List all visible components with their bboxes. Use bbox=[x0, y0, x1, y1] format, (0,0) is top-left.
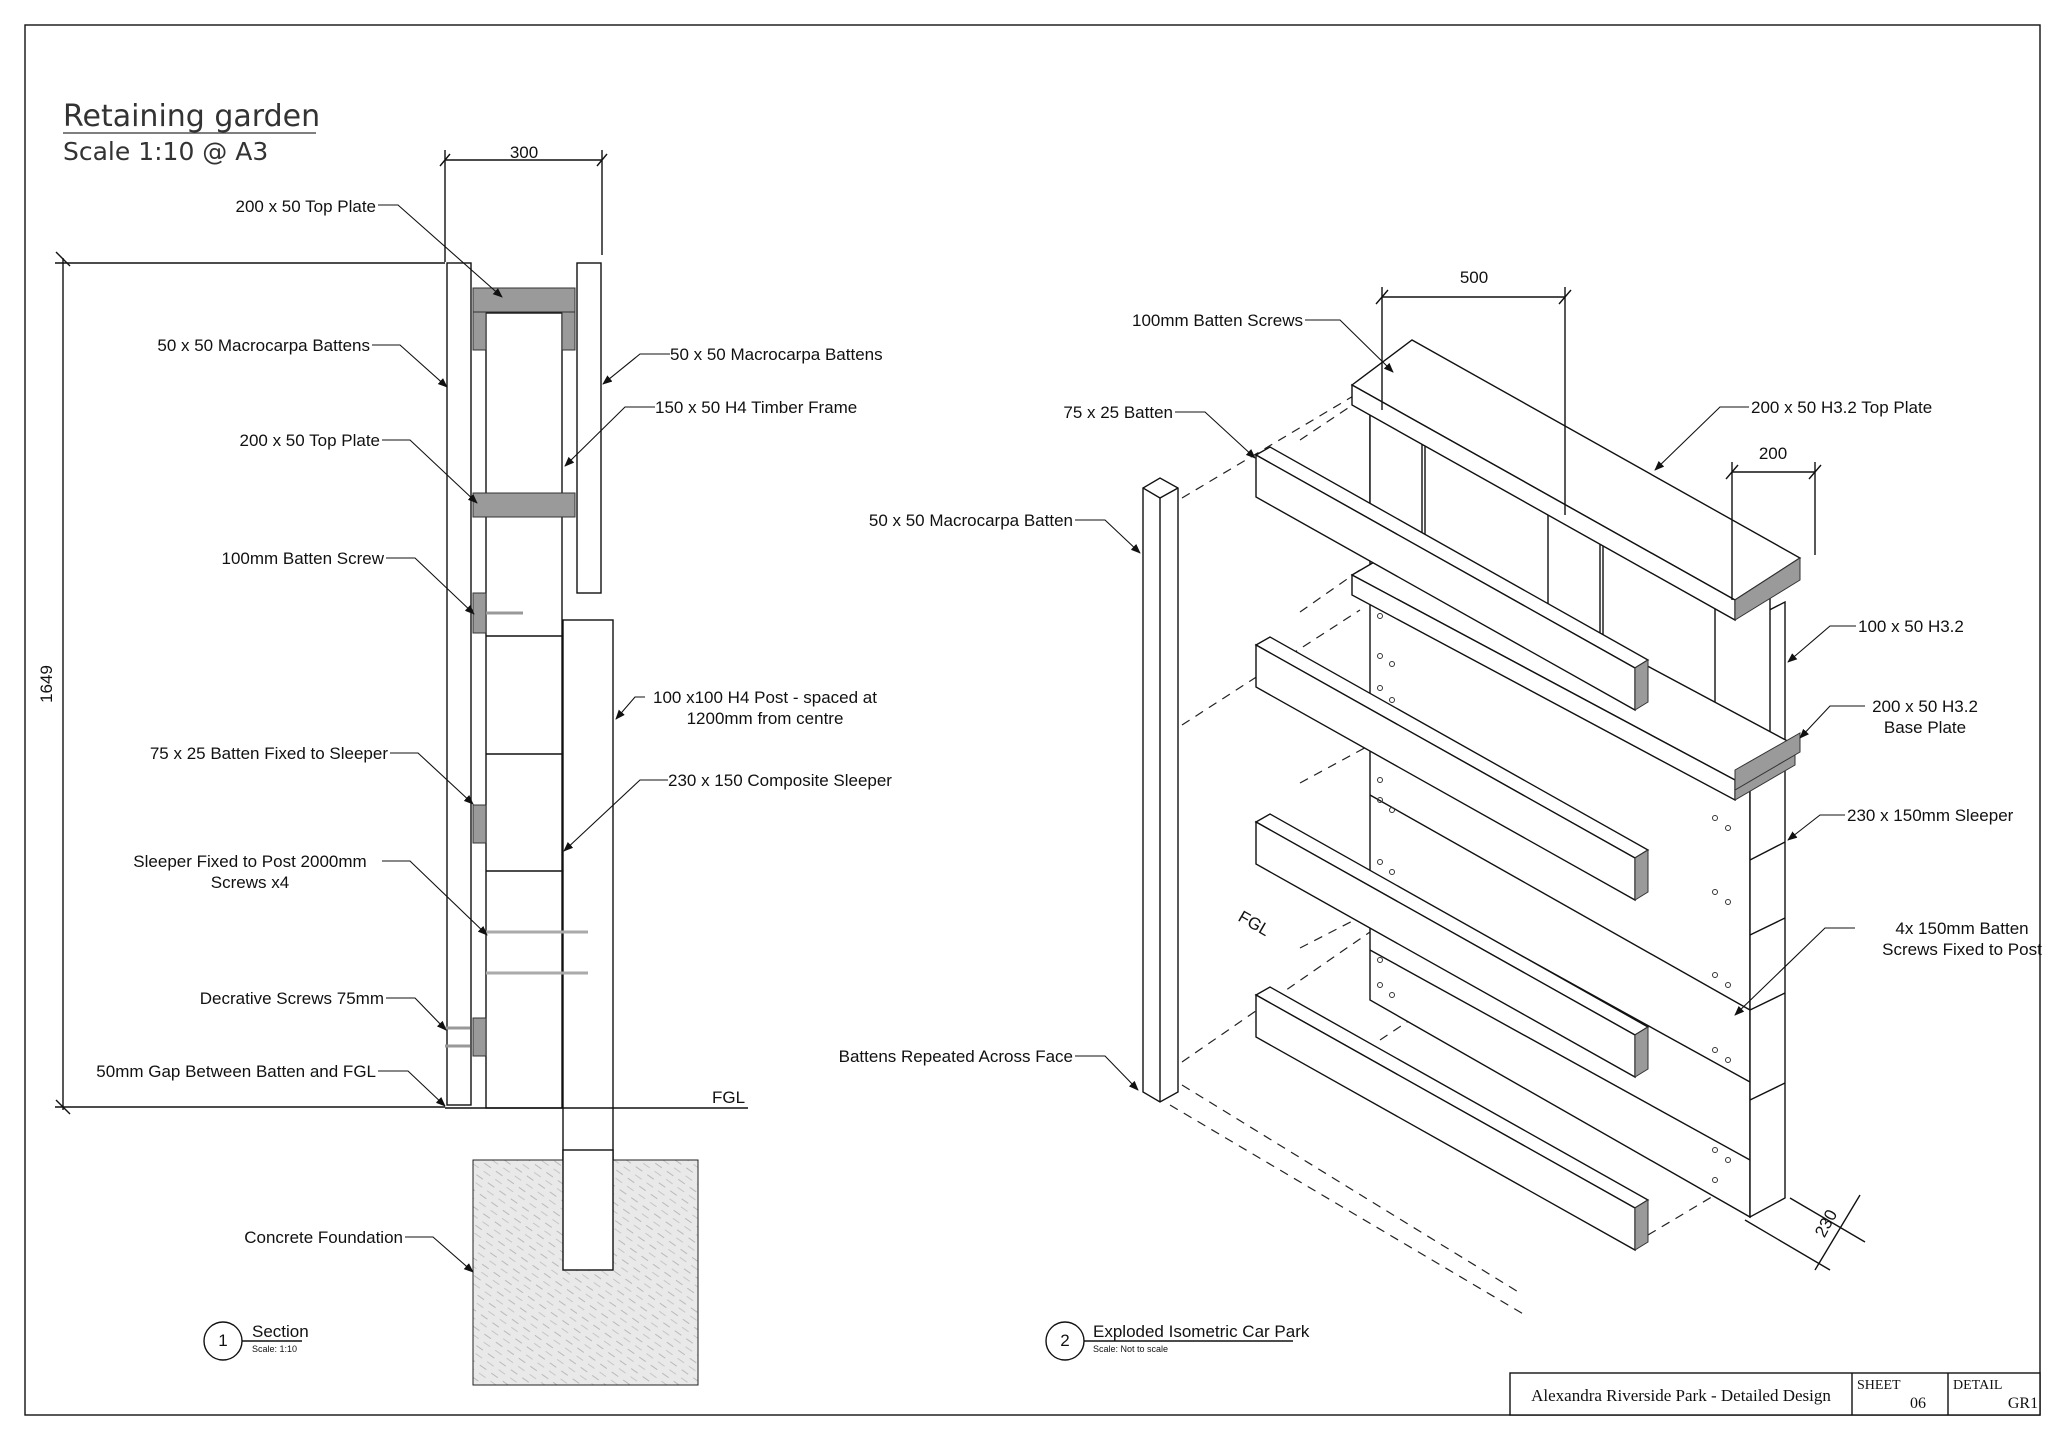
label-decorative-screws: Decrative Screws 75mm bbox=[200, 989, 384, 1008]
iso-callout-scale: Scale: Not to scale bbox=[1093, 1344, 1168, 1354]
section-fgl-label: FGL bbox=[712, 1088, 745, 1107]
iso-label-fgl: FGL bbox=[1235, 907, 1273, 940]
label-sleeper-fixed-2: Screws x4 bbox=[211, 873, 289, 892]
dim-230: 230 bbox=[1811, 1206, 1841, 1240]
isometric-view: 500 200 230 100mm Batten Screws 75 x 25 … bbox=[839, 268, 2042, 1361]
label-top-plate-2: 200 x 50 Top Plate bbox=[239, 431, 380, 450]
section-callout-number: 1 bbox=[218, 1331, 227, 1350]
label-composite-sleeper: 230 x 150 Composite Sleeper bbox=[668, 771, 892, 790]
left-batten bbox=[446, 262, 472, 1106]
section-callout-name: Section bbox=[252, 1322, 309, 1341]
exploded-battens bbox=[1254, 446, 1650, 1252]
detail-number: GR1 bbox=[2008, 1395, 2038, 1412]
iso-label-sleeper: 230 x 150mm Sleeper bbox=[1847, 806, 2014, 825]
iso-label-post-screws-2: Screws Fixed to Post bbox=[1882, 940, 2042, 959]
label-battens-right: 50 x 50 Macrocarpa Battens bbox=[670, 345, 883, 364]
label-gap: 50mm Gap Between Batten and FGL bbox=[96, 1062, 376, 1081]
sheet-number: 06 bbox=[1910, 1395, 1926, 1412]
dim-200: 200 bbox=[1759, 444, 1787, 463]
drawing-scale: Scale 1:10 @ A3 bbox=[63, 137, 268, 166]
sheet-border bbox=[24, 24, 2041, 1416]
label-batten-fixed: 75 x 25 Batten Fixed to Sleeper bbox=[150, 744, 388, 763]
iso-callout-name: Exploded Isometric Car Park bbox=[1093, 1322, 1310, 1341]
iso-label-repeated: Battens Repeated Across Face bbox=[839, 1047, 1073, 1066]
label-sleeper-fixed-1: Sleeper Fixed to Post 2000mm bbox=[133, 852, 366, 871]
label-batten-screw: 100mm Batten Screw bbox=[221, 549, 384, 568]
right-batten bbox=[576, 262, 602, 594]
project-name: Alexandra Riverside Park - Detailed Desi… bbox=[1531, 1386, 1831, 1405]
label-battens-left: 50 x 50 Macrocarpa Battens bbox=[157, 336, 370, 355]
dim-500: 500 bbox=[1460, 268, 1488, 287]
dim-300: 300 bbox=[510, 143, 538, 162]
iso-label-batten-75: 75 x 25 Batten bbox=[1063, 403, 1173, 422]
top-plate bbox=[472, 287, 576, 313]
sheet-label: SHEET bbox=[1857, 1378, 1901, 1393]
title-block: Alexandra Riverside Park - Detailed Desi… bbox=[1509, 1372, 2041, 1416]
iso-label-post-screws-1: 4x 150mm Batten bbox=[1895, 919, 2028, 938]
drawing-title: Retaining garden bbox=[63, 99, 320, 134]
iso-label-base-plate-1: 200 x 50 H3.2 bbox=[1872, 697, 1978, 716]
screw-dots bbox=[1377, 613, 1731, 1183]
label-post-1: 100 x100 H4 Post - spaced at bbox=[653, 688, 877, 707]
iso-label-base-plate-2: Base Plate bbox=[1884, 718, 1966, 737]
iso-label-macrocarpa: 50 x 50 Macrocarpa Batten bbox=[869, 511, 1073, 530]
lower-top-plate bbox=[472, 492, 576, 518]
frame-inner-post bbox=[485, 312, 563, 1109]
label-foundation: Concrete Foundation bbox=[244, 1228, 403, 1247]
iso-callout-number: 2 bbox=[1060, 1331, 1069, 1350]
iso-label-top-plate: 200 x 50 H3.2 Top Plate bbox=[1751, 398, 1932, 417]
label-timber-frame: 150 x 50 H4 Timber Frame bbox=[655, 398, 857, 417]
label-top-plate-1: 200 x 50 Top Plate bbox=[235, 197, 376, 216]
section-view: 300 1649 FGL bbox=[37, 143, 892, 1386]
section-callout-scale: Scale: 1:10 bbox=[252, 1344, 297, 1354]
iso-label-batten-screws: 100mm Batten Screws bbox=[1132, 311, 1303, 330]
dim-1649: 1649 bbox=[37, 665, 56, 703]
detail-label: DETAIL bbox=[1953, 1378, 2002, 1393]
label-post-2: 1200mm from centre bbox=[687, 709, 844, 728]
iso-label-h32: 100 x 50 H3.2 bbox=[1858, 617, 1964, 636]
